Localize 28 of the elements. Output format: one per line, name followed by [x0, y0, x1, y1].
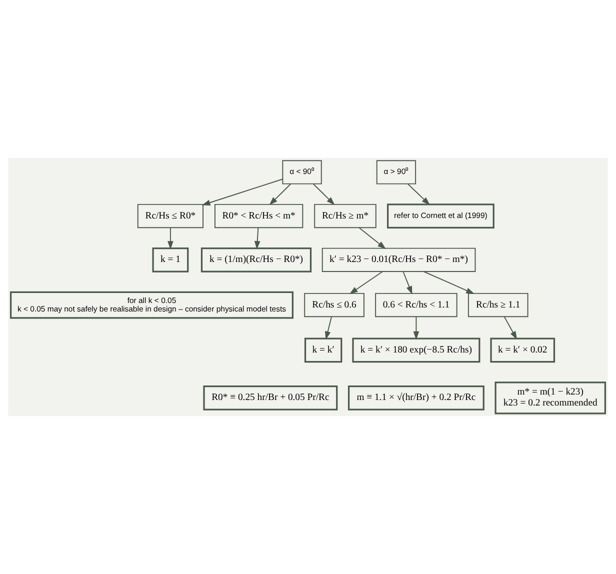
arrow: [402, 271, 412, 295]
node-box: k = (1/m)(Rc/Hs − R0*): [200, 248, 312, 272]
node-box: m ≡ 1.1 × √(hr/Br) + 0.2 Pr/Rc: [348, 386, 484, 410]
arrow: [407, 184, 430, 206]
node-box: k′ = k23 − 0.01(Rc/Hs − R0* − m*): [322, 248, 476, 272]
arrow: [349, 271, 383, 294]
arrow: [358, 227, 386, 250]
arrow: [504, 316, 518, 340]
node-box: 0.6 < Rc/hs < 1.1: [375, 292, 458, 318]
node-box: Rc/Hs ≤ R0*: [137, 204, 204, 228]
node-box: k = k′ × 180 exp(−8.5 Rc/hs): [352, 338, 480, 363]
arrow: [324, 316, 332, 340]
node-box: R0* < Rc/Hs < m*: [214, 204, 304, 228]
arrow: [413, 316, 420, 340]
node-box: m* = m(1 − k23) k23 = 0.2 recommended: [494, 382, 606, 414]
arrow: [168, 227, 174, 250]
node-box: Rc/hs ≥ 1.1: [468, 292, 528, 318]
node-box: k = 1: [152, 248, 189, 272]
arrow: [423, 271, 475, 294]
node-box: Rc/Hs ≥ m*: [314, 204, 376, 228]
node-box: k = k′: [304, 338, 342, 363]
node-box: R0* ≡ 0.25 hr/Br + 0.05 Pr/Rc: [203, 386, 338, 410]
arrow: [269, 184, 292, 206]
arrow: [254, 227, 260, 250]
node-box: Rc/hs ≤ 0.6: [304, 292, 364, 318]
arrow: [312, 184, 335, 206]
arrow: [202, 178, 284, 206]
node-box: k = k′ × 0.02: [490, 338, 556, 363]
